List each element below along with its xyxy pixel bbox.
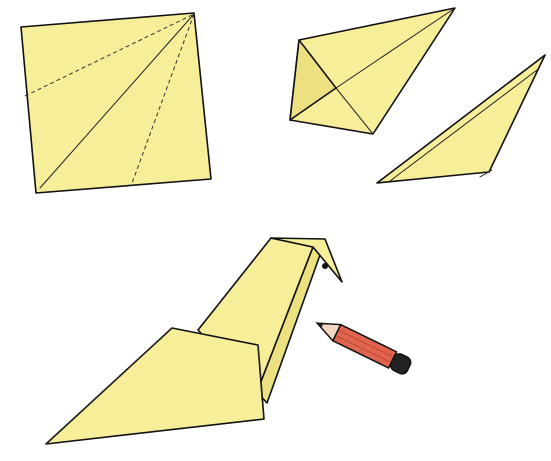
finished-paper-crane — [46, 238, 342, 444]
pencil-icon — [313, 315, 413, 376]
crane-tail-flap — [46, 328, 264, 444]
crane-eye-icon — [322, 263, 328, 269]
square-sheet-with-fold-lines — [21, 13, 211, 193]
pencil-body — [333, 325, 397, 368]
square-sheet — [21, 13, 211, 193]
kite-base-fold — [290, 8, 455, 134]
